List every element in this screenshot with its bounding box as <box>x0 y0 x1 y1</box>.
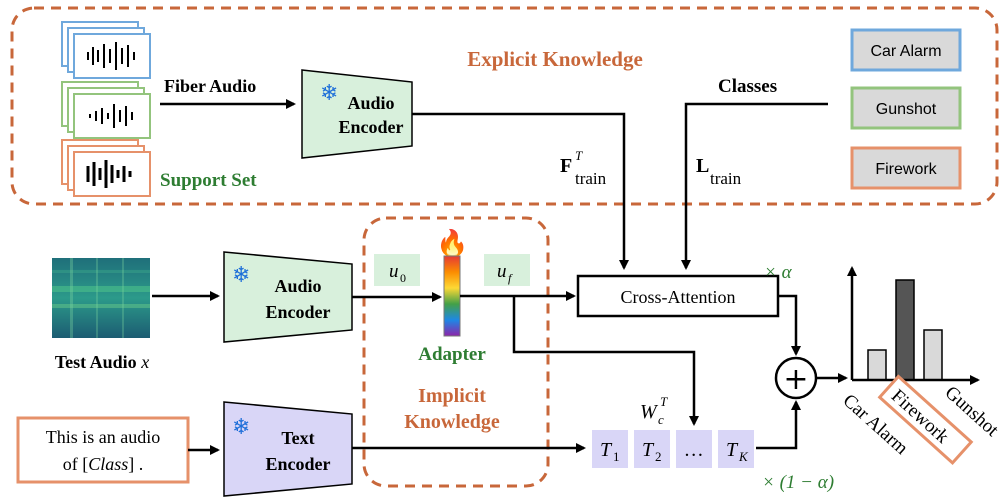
class-box-gunshot: Gunshot <box>850 86 962 130</box>
svg-text:train: train <box>710 169 742 188</box>
classes-label: Classes <box>718 76 777 97</box>
svg-text:of [Class] .: of [Class] . <box>63 454 144 474</box>
wc-label: W T c <box>640 394 668 427</box>
alpha-label: × α <box>764 262 793 283</box>
svg-text:u: u <box>497 261 507 282</box>
svg-text:train: train <box>575 169 607 188</box>
l-train-label: L train <box>696 155 742 188</box>
top-audio-encoder: ❄ Audio Encoder <box>301 69 413 159</box>
green-waveform-card <box>61 81 151 139</box>
bar-car-alarm <box>867 349 887 381</box>
spectrogram-image <box>52 258 150 338</box>
f-train-label: F T train <box>560 148 607 188</box>
svg-text:Text: Text <box>281 428 314 448</box>
svg-text:T: T <box>660 394 668 409</box>
sum-node: + <box>774 356 818 400</box>
implicit-title-line1: Implicit <box>418 385 486 407</box>
svg-text:0: 0 <box>400 271 406 285</box>
plus-icon: + <box>783 362 808 397</box>
bar-gunshot <box>923 329 943 381</box>
text-encoder: ❄ Text Encoder <box>223 401 353 497</box>
svg-text:…: … <box>685 439 703 461</box>
svg-text:2: 2 <box>655 449 662 464</box>
svg-text:Gunshot: Gunshot <box>876 101 937 118</box>
svg-text:F: F <box>560 155 572 177</box>
uf-box: u f <box>484 254 530 286</box>
adapter-bar: 🔥 <box>436 228 468 337</box>
token-2: … <box>676 430 712 468</box>
svg-text:T: T <box>726 439 739 461</box>
svg-text:c: c <box>658 412 664 427</box>
svg-text:f: f <box>508 271 513 285</box>
adapter-to-tokens-connector <box>512 296 699 426</box>
adapter-label: Adapter <box>418 344 486 365</box>
orange-waveform-card <box>61 139 151 197</box>
top-encoder-line2: Encoder <box>339 117 404 137</box>
classes-connector <box>681 102 828 270</box>
bar-firework <box>895 279 915 381</box>
support-set-cards <box>61 21 151 197</box>
implicit-title-line2: Knowledge <box>404 411 500 433</box>
svg-text:Test Audio x: Test Audio x <box>55 352 149 372</box>
u0-box: u 0 <box>374 254 420 286</box>
svg-text:Cross-Attention: Cross-Attention <box>621 287 736 307</box>
support-set-label: Support Set <box>160 170 257 191</box>
svg-text:Audio: Audio <box>274 276 321 296</box>
svg-text:This is an audio: This is an audio <box>46 427 161 447</box>
f-train-connector <box>412 112 629 270</box>
explicit-title: Explicit Knowledge <box>467 47 643 71</box>
svg-text:K: K <box>738 449 749 464</box>
cross-attention-box: Cross-Attention <box>576 274 780 318</box>
class-box-car-alarm: Car Alarm <box>850 28 962 72</box>
fiber-audio-label: Fiber Audio <box>164 76 256 96</box>
svg-text:L: L <box>696 155 709 177</box>
svg-text:W: W <box>640 401 659 423</box>
test-audio-label: Test Audio x <box>55 352 149 372</box>
test-audio-encoder: ❄ Audio Encoder <box>223 251 353 343</box>
one-minus-alpha-label: × (1 − α) <box>762 472 834 493</box>
snowflake-icon: ❄ <box>320 81 338 106</box>
svg-text:T: T <box>600 439 613 461</box>
snowflake-icon: ❄ <box>232 415 250 440</box>
svg-text:1: 1 <box>613 449 620 464</box>
tokens-to-sum-connector <box>756 400 801 450</box>
svg-text:Encoder: Encoder <box>266 454 331 474</box>
class-box-firework: Firework <box>850 146 962 190</box>
implicit-region <box>362 216 550 488</box>
prompt-box: This is an audio of [Class] . <box>16 416 190 484</box>
svg-text:u: u <box>389 261 399 282</box>
top-encoder-line1: Audio <box>347 93 394 113</box>
explicit-region <box>10 6 999 206</box>
svg-text:T: T <box>575 148 583 163</box>
flame-icon: 🔥 <box>436 228 468 259</box>
svg-text:T: T <box>642 439 655 461</box>
waveform-icon <box>86 160 132 188</box>
attention-to-sum-connector <box>778 294 801 356</box>
snowflake-icon: ❄ <box>232 263 250 288</box>
waveform-icon <box>87 42 135 70</box>
output-chart <box>847 266 980 385</box>
waveform-icon <box>89 104 133 128</box>
svg-text:Encoder: Encoder <box>266 302 331 322</box>
svg-text:Firework: Firework <box>875 161 937 178</box>
svg-text:Car Alarm: Car Alarm <box>870 43 941 60</box>
blue-waveform-card <box>61 21 151 79</box>
